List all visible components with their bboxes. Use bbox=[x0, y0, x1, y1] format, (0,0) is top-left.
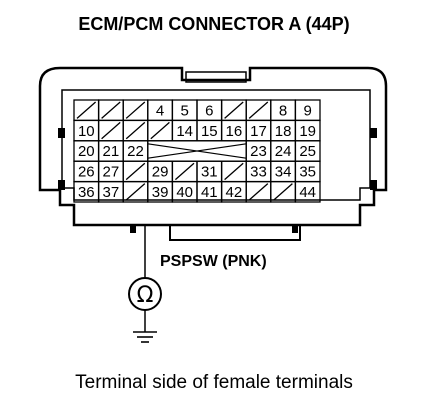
terminal-number: 39 bbox=[152, 184, 169, 201]
empty-terminal-slash bbox=[101, 121, 121, 140]
terminal-number: 27 bbox=[103, 164, 120, 181]
diagram-caption: Terminal side of female terminals bbox=[75, 372, 353, 393]
bottom-latch-left bbox=[130, 225, 136, 233]
wire-label: PSPSW (PNK) bbox=[160, 253, 267, 270]
empty-terminal-slash bbox=[224, 101, 244, 119]
key-mark-right-upper bbox=[370, 128, 377, 138]
empty-terminal-slash bbox=[150, 121, 170, 140]
terminal-number: 5 bbox=[181, 102, 189, 119]
connector-housing bbox=[38, 66, 388, 227]
terminal-number: 18 bbox=[275, 123, 292, 140]
terminal-number: 34 bbox=[275, 164, 292, 181]
diagram-title: ECM/PCM CONNECTOR A (44P) bbox=[78, 14, 349, 34]
empty-terminal-slash bbox=[174, 162, 195, 181]
terminal-number: 8 bbox=[279, 102, 287, 119]
empty-terminal-slash bbox=[125, 162, 146, 181]
empty-terminal-slash bbox=[248, 101, 269, 119]
empty-terminal-slash bbox=[248, 183, 269, 201]
key-mark-left-lower bbox=[58, 180, 65, 190]
terminal-number: 35 bbox=[299, 164, 316, 181]
terminal-number: 22 bbox=[127, 143, 144, 160]
terminal-number: 26 bbox=[78, 164, 95, 181]
key-mark-left-upper bbox=[58, 128, 65, 138]
empty-terminal-slash bbox=[101, 101, 121, 119]
ohm-symbol-icon: Ω bbox=[137, 283, 154, 308]
terminal-number: 24 bbox=[275, 143, 292, 160]
unused-block-cross bbox=[147, 143, 247, 159]
terminal-number: 16 bbox=[226, 123, 243, 140]
terminal-number: 33 bbox=[250, 164, 267, 181]
terminal-cell bbox=[294, 180, 321, 203]
key-mark-right-lower bbox=[370, 180, 377, 190]
terminal-number: 10 bbox=[78, 123, 95, 140]
terminal-number: 40 bbox=[176, 184, 193, 201]
empty-terminal-slash bbox=[125, 121, 146, 140]
terminal-number: 20 bbox=[78, 143, 95, 160]
unused-block-frame bbox=[147, 140, 247, 162]
terminal-number: 19 bbox=[299, 123, 316, 140]
terminal-number: 17 bbox=[250, 123, 267, 140]
terminal-number: 37 bbox=[103, 184, 120, 201]
terminal-number: 14 bbox=[176, 123, 193, 140]
bottom-guide-lug bbox=[169, 225, 301, 241]
terminal-number: 9 bbox=[304, 102, 312, 119]
terminal-number: 15 bbox=[201, 123, 218, 140]
locking-tab bbox=[185, 71, 247, 83]
terminal-number: 36 bbox=[78, 184, 95, 201]
empty-terminal-slash bbox=[76, 101, 97, 119]
empty-terminal-slash bbox=[224, 162, 244, 181]
bottom-latch-right bbox=[292, 225, 298, 233]
terminal-number: 41 bbox=[201, 184, 218, 201]
empty-terminal-slash bbox=[125, 183, 146, 201]
empty-terminal-slash bbox=[125, 101, 146, 119]
terminal-number: 21 bbox=[103, 143, 120, 160]
terminal-number: 4 bbox=[156, 102, 164, 119]
terminal-number: 31 bbox=[201, 164, 218, 181]
terminal-number: 23 bbox=[250, 143, 267, 160]
terminal-number: 29 bbox=[152, 164, 169, 181]
terminal-number: 25 bbox=[299, 143, 316, 160]
terminal-number: 6 bbox=[205, 102, 213, 119]
terminal-number: 44 bbox=[299, 184, 316, 201]
empty-terminal-slash bbox=[273, 183, 293, 201]
terminal-number: 42 bbox=[226, 184, 243, 201]
connector-inner-face bbox=[61, 89, 371, 201]
ground-icon bbox=[133, 331, 157, 343]
